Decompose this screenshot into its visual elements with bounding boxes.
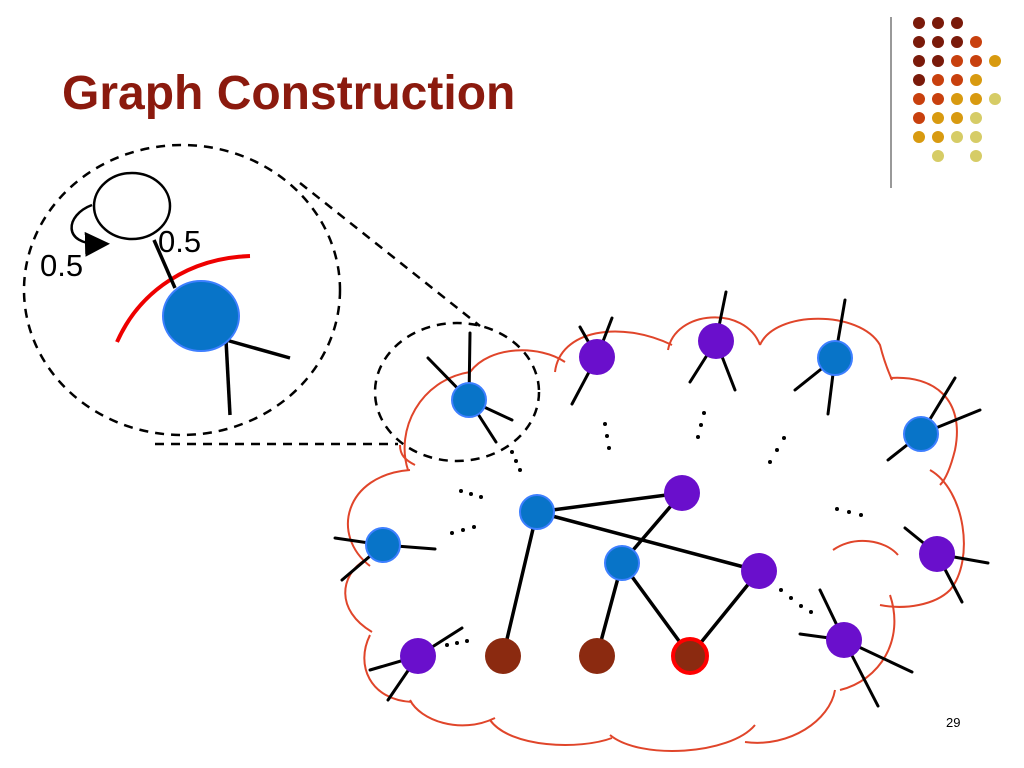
node-blue: [519, 494, 555, 530]
edge: [535, 491, 684, 514]
decor-dot: [932, 93, 944, 105]
node-brown: [579, 638, 615, 674]
node-blue: [451, 382, 487, 418]
page-number: 29: [946, 715, 961, 730]
decor-dot: [913, 17, 925, 29]
node-blue: [903, 416, 939, 452]
decor-dot: [951, 131, 963, 143]
decor-dot: [989, 55, 1001, 67]
slide-title: Graph Construction: [62, 67, 516, 120]
zoom-inset-circle: [22, 143, 342, 437]
node-blue: [817, 340, 853, 376]
inset-edge-down: [224, 339, 232, 416]
decor-dot: [970, 74, 982, 86]
decor-dot: [913, 55, 925, 67]
node-purple: [400, 638, 436, 674]
decor-dot: [932, 112, 944, 124]
node-purple: [664, 475, 700, 511]
cloud-outline: [344, 316, 965, 752]
decorative-dot-grid: [913, 17, 1001, 162]
node-brown-highlighted: [671, 637, 709, 675]
decor-dot: [951, 74, 963, 86]
decor-dot: [989, 93, 1001, 105]
edge: [501, 510, 539, 658]
decor-dot: [913, 131, 925, 143]
continuation-dots: [445, 411, 863, 647]
node-purple: [741, 553, 777, 589]
graph-nodes: [365, 323, 955, 675]
node-blue: [365, 527, 401, 563]
decor-dot: [913, 93, 925, 105]
self-loop-arrow: [70, 203, 110, 257]
zoom-callout: [22, 143, 541, 463]
edge: [620, 561, 692, 658]
node-purple: [826, 622, 862, 658]
node-purple: [579, 339, 615, 375]
node-brown: [485, 638, 521, 674]
decor-dot: [951, 55, 963, 67]
node-purple: [919, 536, 955, 572]
decor-dot: [932, 17, 944, 29]
decor-dot: [951, 17, 963, 29]
inset-node: [162, 280, 240, 352]
decor-dot: [970, 93, 982, 105]
boundary-arc: [115, 254, 251, 343]
inset-edge-up: [152, 239, 177, 289]
decor-dot: [970, 112, 982, 124]
decor-dot: [970, 131, 982, 143]
edge-weight-label: 0.5: [158, 224, 202, 259]
decor-dot: [913, 112, 925, 124]
edge: [535, 510, 761, 573]
zoom-connector-top: [299, 182, 481, 327]
decor-dot: [932, 36, 944, 48]
decor-dot: [932, 150, 944, 162]
decor-dot: [970, 150, 982, 162]
decor-dot: [951, 93, 963, 105]
decor-dot: [913, 74, 925, 86]
self-loop: [92, 171, 172, 241]
decor-dot: [932, 74, 944, 86]
decor-dot: [932, 131, 944, 143]
decor-dot: [932, 55, 944, 67]
zoom-inset-content: [70, 171, 291, 416]
decor-dot: [913, 36, 925, 48]
decor-dot: [951, 36, 963, 48]
self-loop-weight-label: 0.5: [40, 248, 84, 283]
decor-dot: [970, 36, 982, 48]
node-blue: [604, 545, 640, 581]
inset-edge-right: [225, 338, 291, 360]
decor-dot: [970, 55, 982, 67]
decor-dot: [951, 112, 963, 124]
zoom-source-circle: [373, 321, 541, 463]
node-purple: [698, 323, 734, 359]
